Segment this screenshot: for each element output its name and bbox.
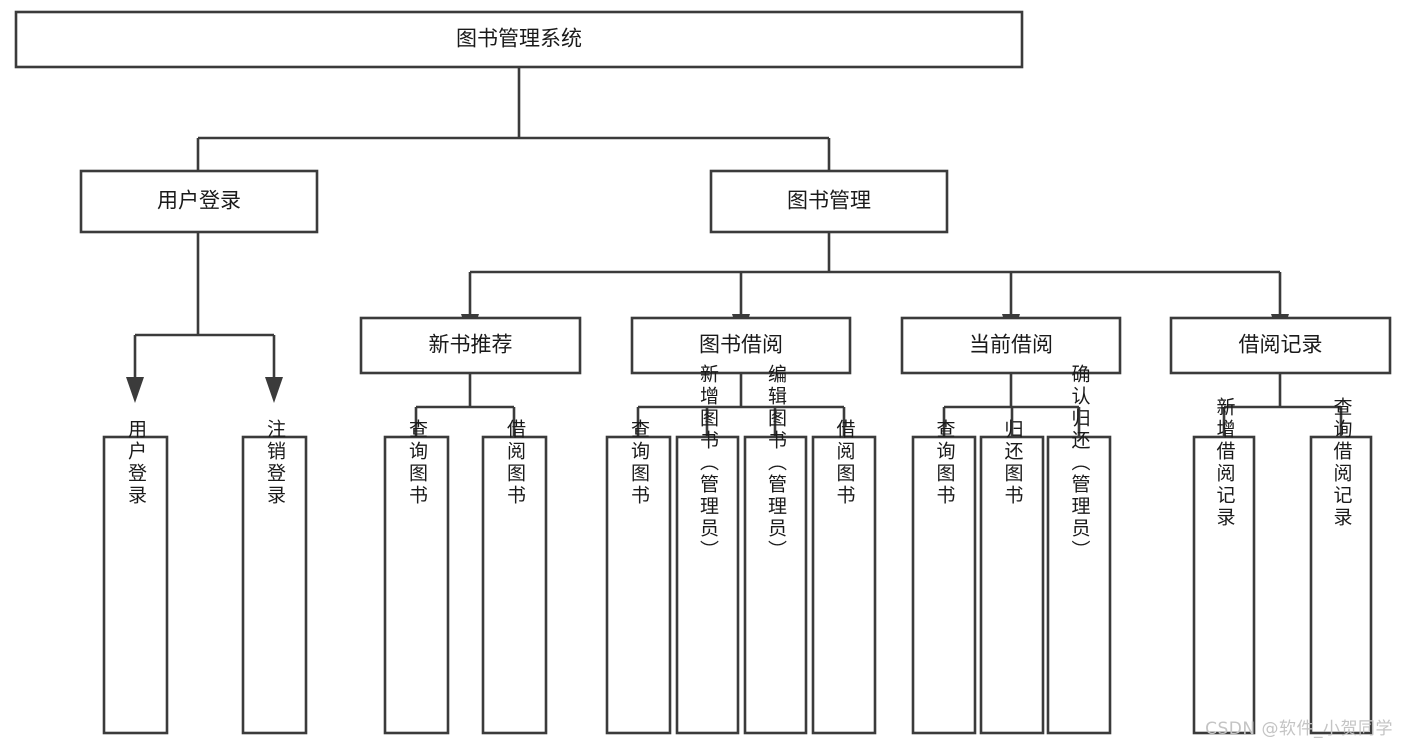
node-label-borrow-record: 借阅记录: [1239, 333, 1323, 357]
node-leaf-borrow-book-recommend[interactable]: 借阅图书: [481, 419, 548, 735]
connector-book-mgmt-bus: [461, 232, 1289, 340]
node-label-leaf-user-logout: 注销登录: [264, 419, 286, 507]
node-user-login[interactable]: 用户登录: [79, 169, 319, 234]
node-box-book-management[interactable]: [709, 169, 949, 234]
node-box-user-login[interactable]: [79, 169, 319, 234]
node-leaf-user-logout[interactable]: 注销登录: [241, 419, 308, 735]
node-box-leaf-query-book-current[interactable]: [911, 435, 977, 735]
node-box-leaf-borrow-book[interactable]: [811, 435, 877, 735]
node-box-new-book-recommend[interactable]: [359, 316, 582, 375]
node-leaf-return-book[interactable]: 归还图书: [979, 419, 1045, 735]
node-label-leaf-confirm-return-admin: 确认归还（管理员）: [1069, 364, 1091, 562]
node-leaf-query-book-recommend[interactable]: 查询图书: [383, 419, 450, 735]
node-box-leaf-query-borrow-record[interactable]: [1309, 435, 1373, 735]
node-label-new-book-recommend: 新书推荐: [429, 333, 513, 357]
node-label-leaf-query-book-recommend: 查询图书: [406, 419, 428, 507]
node-leaf-confirm-return-admin[interactable]: 确认归还（管理员）: [1046, 364, 1112, 735]
node-leaf-borrow-book[interactable]: 借阅图书: [811, 419, 877, 735]
node-book-management[interactable]: 图书管理: [709, 169, 949, 234]
node-leaf-user-login[interactable]: 用户登录: [102, 419, 169, 735]
node-box-borrow-record[interactable]: [1169, 316, 1392, 375]
node-box-leaf-confirm-return-admin[interactable]: [1046, 435, 1112, 735]
connector-user-login-bus: [126, 232, 283, 403]
node-label-book-management: 图书管理: [787, 189, 871, 213]
node-box-leaf-user-login[interactable]: [102, 435, 169, 735]
node-box-leaf-add-book-admin[interactable]: [675, 435, 740, 735]
node-leaf-edit-book-admin[interactable]: 编辑图书（管理员）: [743, 364, 808, 735]
node-box-leaf-query-book-borrow[interactable]: [605, 435, 672, 735]
node-leaf-add-borrow-record[interactable]: 新增借阅记录: [1192, 397, 1256, 735]
node-label-leaf-add-book-admin: 新增图书（管理员）: [697, 364, 719, 562]
node-label-user-login: 用户登录: [157, 189, 241, 213]
node-box-leaf-edit-book-admin[interactable]: [743, 435, 808, 735]
node-label-leaf-query-borrow-record: 查询借阅记录: [1331, 397, 1353, 529]
node-label-current-borrow: 当前借阅: [969, 333, 1053, 357]
node-label-leaf-borrow-book-recommend: 借阅图书: [504, 419, 526, 507]
node-current-borrow[interactable]: 当前借阅: [900, 316, 1122, 375]
node-label-root: 图书管理系统: [456, 27, 582, 51]
node-leaf-query-book-borrow[interactable]: 查询图书: [605, 419, 672, 735]
node-layer: 图书管理系统用户登录图书管理新书推荐图书借阅当前借阅借阅记录用户登录注销登录查询…: [14, 10, 1392, 735]
node-label-leaf-query-book-borrow: 查询图书: [628, 419, 650, 507]
node-box-leaf-query-book-recommend[interactable]: [383, 435, 450, 735]
node-root[interactable]: 图书管理系统: [14, 10, 1024, 69]
node-new-book-recommend[interactable]: 新书推荐: [359, 316, 582, 375]
node-leaf-query-book-current[interactable]: 查询图书: [911, 419, 977, 735]
node-box-leaf-return-book[interactable]: [979, 435, 1045, 735]
node-leaf-query-borrow-record[interactable]: 查询借阅记录: [1309, 397, 1373, 735]
node-box-book-borrow[interactable]: [630, 316, 852, 375]
node-label-leaf-edit-book-admin: 编辑图书（管理员）: [765, 364, 787, 562]
node-label-leaf-add-borrow-record: 新增借阅记录: [1214, 397, 1236, 529]
node-borrow-record[interactable]: 借阅记录: [1169, 316, 1392, 375]
node-box-leaf-add-borrow-record[interactable]: [1192, 435, 1256, 735]
node-box-leaf-borrow-book-recommend[interactable]: [481, 435, 548, 735]
node-label-book-borrow: 图书借阅: [699, 333, 783, 357]
node-label-leaf-query-book-current: 查询图书: [934, 419, 956, 507]
node-leaf-add-book-admin[interactable]: 新增图书（管理员）: [675, 364, 740, 735]
node-box-current-borrow[interactable]: [900, 316, 1122, 375]
node-label-leaf-return-book: 归还图书: [1002, 419, 1024, 507]
node-label-leaf-user-login: 用户登录: [125, 419, 147, 507]
node-box-root[interactable]: [14, 10, 1024, 69]
node-label-leaf-borrow-book: 借阅图书: [834, 419, 856, 507]
connector-layer: [126, 67, 1350, 475]
node-book-borrow[interactable]: 图书借阅: [630, 316, 852, 375]
node-box-leaf-user-logout[interactable]: [241, 435, 308, 735]
watermark-label: CSDN @软件_小贺同学: [1205, 719, 1393, 739]
